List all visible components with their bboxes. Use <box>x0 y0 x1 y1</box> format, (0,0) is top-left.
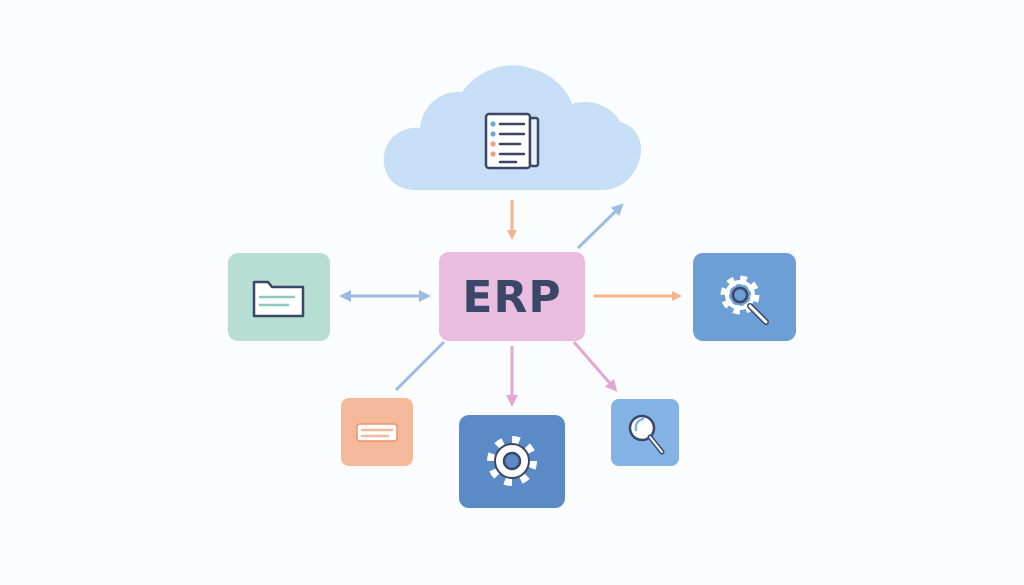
arrow-erp-to-cloud <box>576 203 624 250</box>
right-node <box>693 253 796 341</box>
arrow-bottom-left-link <box>394 340 446 392</box>
arrow-erp-to-bottom-right <box>572 341 618 392</box>
document-list-icon <box>484 112 540 170</box>
card-icon <box>356 423 398 442</box>
erp-hub-box <box>439 252 585 341</box>
bottom-center-node <box>459 415 565 508</box>
erp-label: ERP <box>462 272 561 323</box>
search-icon <box>628 414 665 455</box>
cloud-node <box>383 65 642 190</box>
gear-icon <box>487 436 537 486</box>
bottom-right-node <box>611 399 679 466</box>
left-node <box>228 253 330 341</box>
bottom-left-node <box>341 398 413 466</box>
erp-hub: ERP <box>439 252 585 341</box>
folder-icon <box>252 280 305 318</box>
gear-search-icon <box>720 275 769 325</box>
